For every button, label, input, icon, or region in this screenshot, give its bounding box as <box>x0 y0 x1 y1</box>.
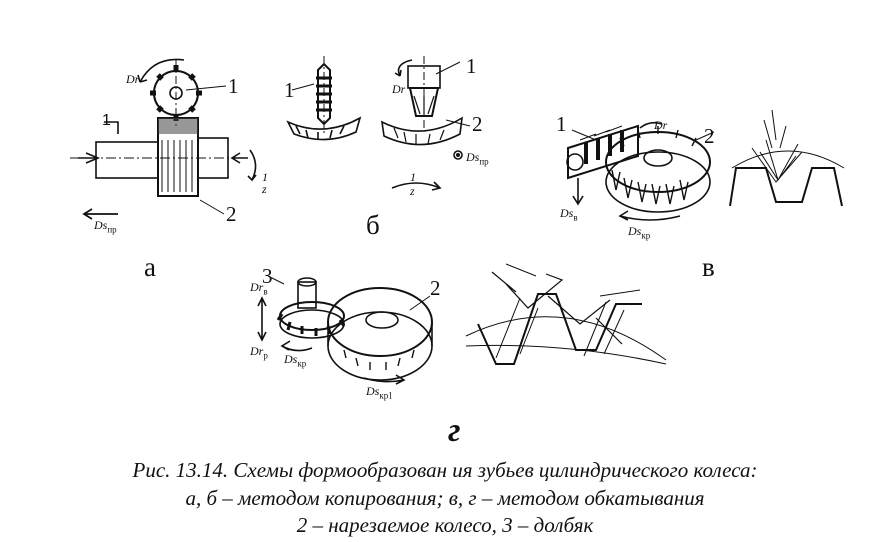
symbol-b-feed: Dsпр <box>466 150 489 167</box>
caption-line-2: а, б – методом копирования; в, г – метод… <box>185 486 705 510</box>
generating-profile <box>465 263 667 365</box>
symbol-a-rotation: Dr <box>126 72 140 86</box>
symbol-g-rotation-p: Drр <box>250 344 268 361</box>
label-b-1-right: 1 <box>466 54 477 78</box>
symbol-a-feed: Dsпр <box>94 218 117 235</box>
hob-envelope-profile <box>729 109 845 207</box>
symbol-a-divide-num: 1 <box>262 170 268 184</box>
panel-b-drawing <box>286 56 471 191</box>
symbol-g-circular-feed: Dsкр <box>284 352 307 369</box>
caption-line-3: 2 – нарезаемое колесо, 3 – долбяк <box>296 513 594 537</box>
panel-label-g: г <box>448 412 461 449</box>
symbol-b-rotation: Dr <box>392 82 406 96</box>
label-g-3: 3 <box>262 264 273 288</box>
workpiece-gear-g <box>327 287 433 381</box>
label-b-1-left: 1 <box>284 78 295 102</box>
label-b-2: 2 <box>472 112 483 136</box>
panel-g-drawing <box>257 263 667 385</box>
label-v-1: 1 <box>556 112 567 136</box>
label-g-2: 2 <box>430 276 441 300</box>
label-v-2: 2 <box>704 124 715 148</box>
symbol-v-circular-feed: Dsкр <box>628 224 651 241</box>
symbol-g-circular-feed-1: Dsкр1 <box>366 384 393 401</box>
panel-label-v: в <box>702 252 715 282</box>
symbol-g-rotation-v: Drв <box>250 280 268 297</box>
workpiece-gear-v <box>605 126 711 213</box>
panel-label-a: а <box>144 252 156 282</box>
panel-label-b: б <box>366 210 380 240</box>
label-a-mark: 1 <box>102 112 111 129</box>
symbol-v-rotation: Dr <box>654 118 668 132</box>
label-a-1: 1 <box>228 74 239 98</box>
symbol-v-vertical-feed: Dsв <box>560 206 578 223</box>
symbol-a-divide-den: z <box>262 182 267 196</box>
hob-cutter <box>566 124 639 180</box>
symbol-b-divide-num: 1 <box>410 170 416 184</box>
caption-line-1: Рис. 13.14. Схемы формообразован ия зубь… <box>132 458 758 482</box>
symbol-b-divide-den: z <box>410 184 415 198</box>
panel-v-drawing <box>566 109 845 221</box>
shaper-cutter <box>276 277 346 339</box>
finger-cutter-front <box>408 87 440 117</box>
panel-a-drawing <box>70 58 257 220</box>
label-a-2: 2 <box>226 202 237 226</box>
